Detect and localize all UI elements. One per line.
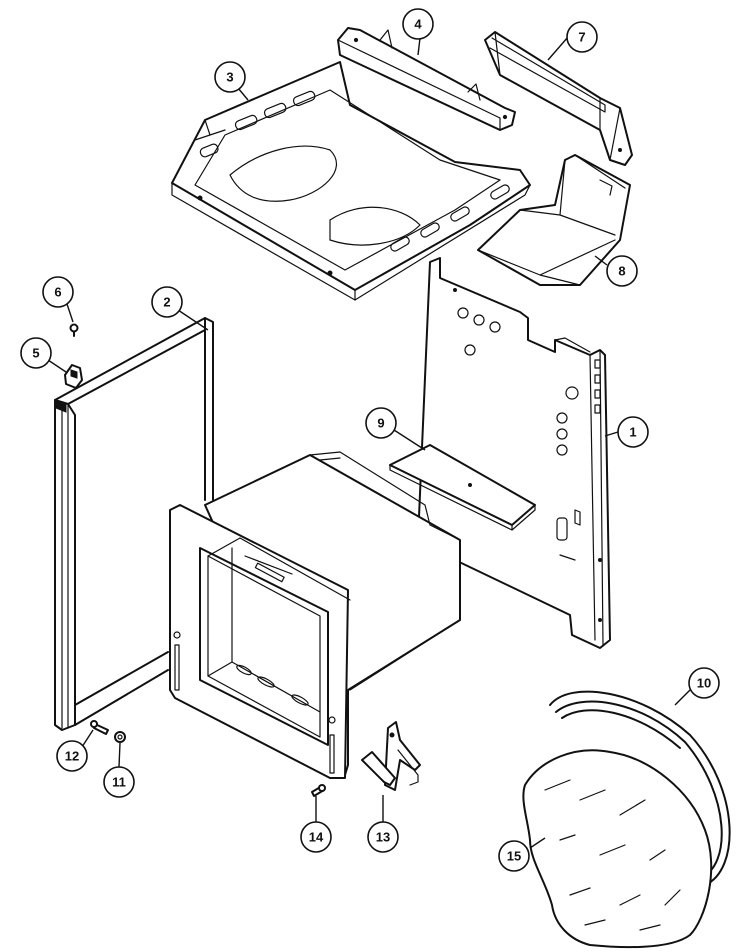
callout-3-label: 3: [226, 70, 233, 85]
callout-13: 13: [367, 821, 399, 853]
part-4-bracket: [337, 27, 516, 131]
callout-13-label: 13: [376, 830, 390, 845]
callout-11: 11: [103, 766, 135, 798]
callout-6-label: 6: [54, 285, 61, 300]
callout-11-label: 11: [112, 775, 126, 790]
callout-4: 4: [402, 8, 434, 40]
callout-10-label: 10: [697, 676, 711, 691]
part-13-latch: [361, 721, 421, 791]
callout-1-label: 1: [629, 425, 636, 440]
part-11-nut: [114, 731, 126, 743]
part-9-plate: [389, 444, 536, 531]
leader-lines: [47, 36, 691, 849]
callout-15-label: 15: [507, 849, 521, 864]
part-10-gasket: [549, 690, 731, 886]
callout-7: 7: [566, 21, 598, 53]
callout-9: 9: [365, 407, 397, 439]
callout-8: 8: [606, 255, 638, 287]
callout-10: 10: [688, 667, 720, 699]
callout-5: 5: [20, 337, 52, 369]
callout-7-label: 7: [578, 30, 585, 45]
callout-14-label: 14: [309, 830, 324, 845]
callout-3: 3: [214, 61, 246, 93]
callout-2-label: 2: [163, 295, 170, 310]
callout-12-label: 12: [65, 749, 79, 764]
callout-8-label: 8: [618, 264, 625, 279]
part-8-duct: [477, 154, 631, 286]
part-7-flue-channel: [484, 31, 633, 166]
part-1-side-panel: [417, 257, 611, 649]
callout-12: 12: [56, 740, 88, 772]
callout-6: 6: [42, 276, 74, 308]
part-14-screw: [311, 784, 326, 797]
callout-1: 1: [617, 416, 649, 448]
part-12-bolt: [90, 720, 109, 735]
callout-14: 14: [300, 821, 332, 853]
callout-4-label: 4: [414, 17, 422, 32]
part-3-top-panel: [171, 61, 531, 301]
callout-2: 2: [151, 286, 183, 318]
part-15-insulation: [522, 749, 713, 949]
callout-5-label: 5: [32, 346, 39, 361]
callout-9-label: 9: [377, 416, 384, 431]
oven-cavity: [169, 451, 461, 779]
callout-15: 15: [498, 840, 530, 872]
part-2-frame: [54, 317, 214, 731]
part-6-screw: [69, 323, 79, 337]
part-5-clip: [64, 364, 83, 389]
